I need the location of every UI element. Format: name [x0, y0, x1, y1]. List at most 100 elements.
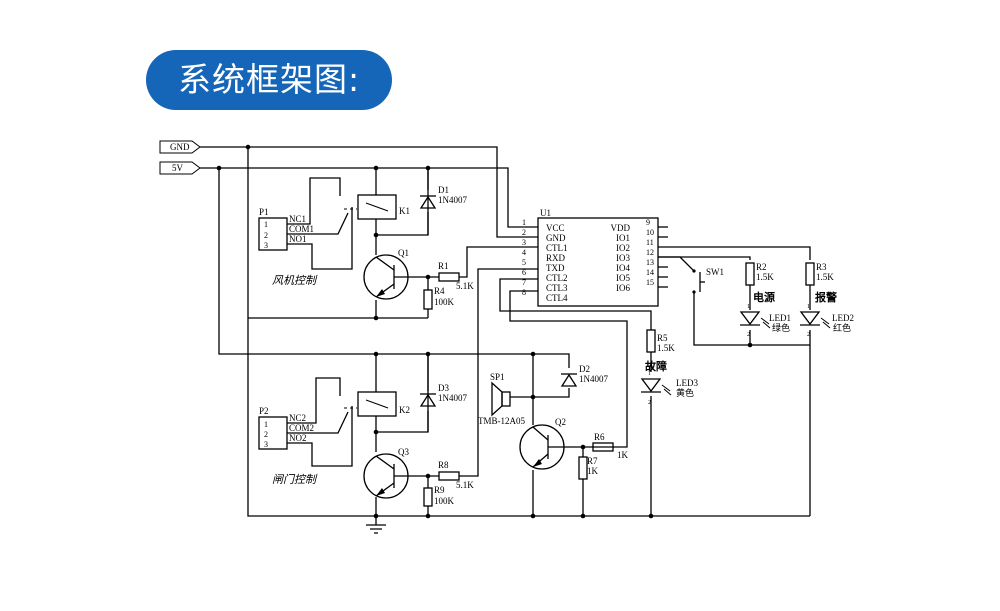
- svg-text:1: 1: [264, 220, 268, 229]
- svg-text:5.1K: 5.1K: [456, 281, 474, 291]
- u1-pin-num: 12: [646, 248, 654, 257]
- u1-pin-name: IO2: [616, 243, 630, 253]
- svg-text:NO1: NO1: [289, 234, 307, 244]
- svg-text:5.1K: 5.1K: [456, 480, 474, 490]
- led3: 故障 LED3 黄色 1 2: [640, 359, 698, 406]
- svg-text:R4: R4: [434, 286, 445, 296]
- p2-caption: 闸门控制: [272, 473, 318, 486]
- svg-text:2: 2: [648, 400, 651, 406]
- u1-pin-name: CTL1: [546, 243, 568, 253]
- svg-text:D2: D2: [579, 364, 590, 374]
- svg-text:R9: R9: [434, 485, 445, 495]
- svg-text:P1: P1: [259, 207, 269, 217]
- svg-text:2: 2: [747, 332, 750, 338]
- svg-text:2: 2: [264, 231, 268, 240]
- svg-text:1: 1: [807, 304, 810, 310]
- svg-text:NO2: NO2: [289, 433, 307, 443]
- transistor-q3: Q3: [363, 447, 409, 499]
- u1-ref: U1: [540, 208, 551, 218]
- led1-label: 电源: [753, 290, 775, 304]
- diode-d1: D1 1N4007: [419, 185, 467, 209]
- diode-d3: D3 1N4007: [419, 383, 467, 407]
- vcc-net-label: 5V: [159, 161, 201, 175]
- svg-text:1: 1: [747, 304, 750, 310]
- svg-text:D1: D1: [438, 185, 449, 195]
- wires: [200, 146, 811, 534]
- svg-text:绿色: 绿色: [772, 322, 790, 333]
- u1-pin-name: RXD: [546, 253, 566, 263]
- svg-text:P2: P2: [259, 406, 269, 416]
- svg-text:GND: GND: [170, 142, 190, 152]
- svg-text:R5: R5: [657, 333, 668, 343]
- gnd-net-label: GND: [159, 140, 201, 154]
- u1-pin-name: IO5: [616, 273, 630, 283]
- speaker-sp1: SP1 TMB-12A05: [478, 372, 525, 426]
- u1-chip: U1 1 VCC 2 GND 3 CTL1 4 RXD 5 TXD 6 CTL2…: [522, 208, 659, 307]
- resistor-r4: R4 100K: [423, 286, 455, 310]
- title-banner: 系统框架图:: [146, 50, 392, 110]
- svg-text:Q2: Q2: [555, 417, 566, 427]
- page-title: 系统框架图:: [177, 60, 361, 99]
- switch-sw1: SW1: [692, 267, 724, 294]
- diode-d2: D2 1N4007: [560, 364, 608, 387]
- u1-pin-num: 15: [646, 278, 654, 287]
- resistor-r6: R6 1K: [592, 432, 629, 460]
- u1-pin-num: 10: [646, 228, 654, 237]
- resistor-r1: R1 5.1K: [438, 261, 474, 291]
- svg-text:红色: 红色: [833, 322, 851, 333]
- u1-pin-name: IO3: [616, 253, 630, 263]
- svg-text:1.5K: 1.5K: [816, 272, 834, 282]
- u1-pin-num: 5: [522, 258, 526, 267]
- p1-connector: P1 1 2 3 NC1 COM1 NO1 风机控制: [258, 207, 318, 287]
- svg-text:D3: D3: [438, 383, 449, 393]
- svg-text:1.5K: 1.5K: [657, 343, 675, 353]
- junction-dots: [216, 144, 753, 519]
- p2-connector: P2 1 2 3 NC2 COM2 NO2 闸门控制: [258, 406, 318, 486]
- svg-text:2: 2: [264, 430, 268, 439]
- svg-text:SP1: SP1: [490, 372, 505, 382]
- svg-text:1: 1: [648, 371, 651, 377]
- svg-text:1N4007: 1N4007: [579, 374, 608, 384]
- svg-text:2: 2: [807, 332, 810, 338]
- svg-text:COM2: COM2: [289, 423, 314, 433]
- svg-text:1K: 1K: [617, 450, 629, 460]
- resistor-r9: R9 100K: [423, 485, 455, 507]
- led3-label: 故障: [645, 359, 667, 373]
- u1-pin-num: 6: [522, 268, 526, 277]
- p1-caption: 风机控制: [272, 274, 318, 287]
- u1-pin-num: 13: [646, 258, 654, 267]
- svg-text:Q3: Q3: [398, 447, 409, 457]
- svg-text:3: 3: [264, 241, 268, 250]
- u1-pin-name: VCC: [546, 223, 565, 233]
- u1-pin-name: GND: [546, 233, 566, 243]
- svg-text:LED2: LED2: [832, 313, 854, 323]
- svg-text:100K: 100K: [434, 496, 455, 506]
- svg-text:5V: 5V: [172, 163, 184, 173]
- svg-text:R8: R8: [438, 460, 449, 470]
- svg-text:NC2: NC2: [289, 413, 306, 423]
- u1-pin-num: 11: [646, 238, 654, 247]
- u1-pin-num: 9: [646, 218, 650, 227]
- led2: 报警 LED2 红色 1 2: [799, 290, 854, 338]
- transistor-q2: Q2: [519, 417, 566, 470]
- u1-pin-num: 3: [522, 238, 526, 247]
- svg-text:100K: 100K: [434, 297, 455, 307]
- resistor-r7: R7 1K: [578, 456, 599, 480]
- u1-pin-num: 14: [646, 268, 654, 277]
- svg-text:TMB-12A05: TMB-12A05: [478, 416, 525, 426]
- u1-pin-num: 4: [522, 248, 526, 257]
- u1-pin-name: IO4: [616, 263, 630, 273]
- u1-pin-name: CTL4: [546, 293, 568, 303]
- resistor-r3: R3 1.5K: [805, 262, 834, 286]
- led1: 电源 LED1 绿色 1 2: [739, 290, 791, 338]
- u1-pin-name: CTL3: [546, 283, 568, 293]
- u1-pin-name: TXD: [546, 263, 565, 273]
- svg-text:LED1: LED1: [769, 313, 791, 323]
- svg-text:R7: R7: [587, 456, 598, 466]
- u1-pin-name: IO1: [616, 233, 630, 243]
- relay-k2: K2: [357, 391, 410, 417]
- resistor-r8: R8 5.1K: [438, 460, 474, 490]
- led2-label: 报警: [815, 290, 837, 304]
- svg-text:R3: R3: [816, 262, 827, 272]
